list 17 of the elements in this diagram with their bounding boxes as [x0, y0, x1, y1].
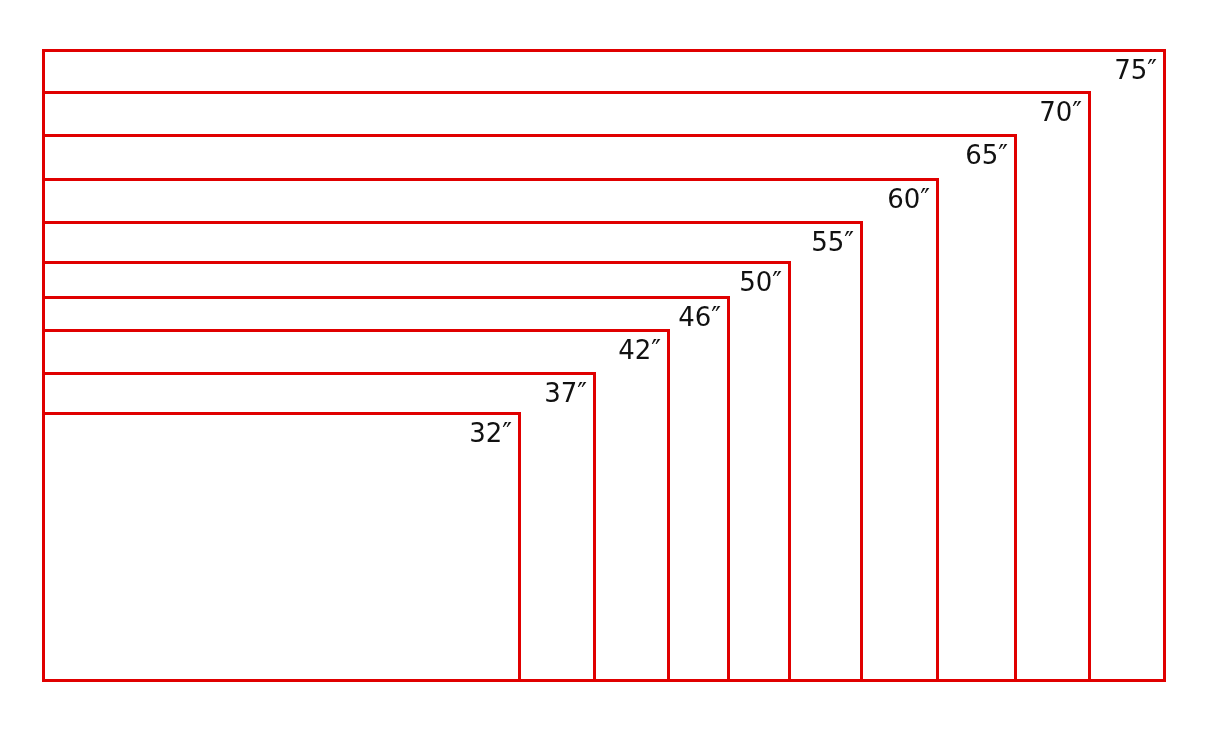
- screen-size-frame: [42, 296, 730, 682]
- screen-size-frame: [42, 412, 521, 682]
- size-label: 37″: [544, 379, 587, 408]
- size-label: 70″: [1039, 98, 1082, 127]
- screen-size-frame: [42, 261, 791, 682]
- size-label: 60″: [887, 185, 930, 214]
- size-label: 75″: [1114, 56, 1157, 85]
- screen-size-frame: [42, 329, 670, 682]
- size-label: 32″: [469, 419, 512, 448]
- screen-size-frame: [42, 221, 863, 682]
- size-label: 50″: [739, 268, 782, 297]
- screen-size-frame: [42, 178, 939, 682]
- size-label: 55″: [811, 228, 854, 257]
- size-label: 42″: [618, 336, 661, 365]
- size-label: 65″: [965, 141, 1008, 170]
- size-label: 46″: [678, 303, 721, 332]
- screen-size-frame: [42, 372, 596, 682]
